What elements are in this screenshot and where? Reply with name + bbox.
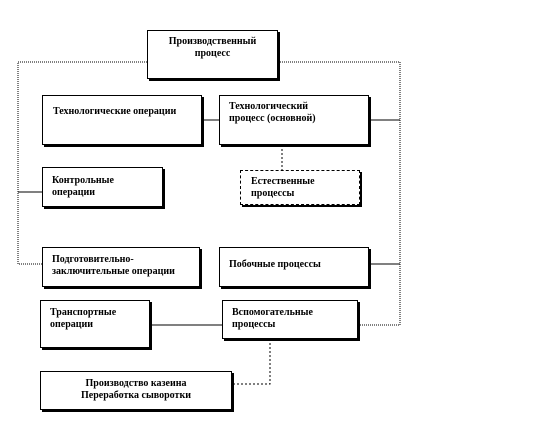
box-control-operations: Контрольные операции: [42, 167, 163, 207]
connector-casein: [232, 339, 271, 385]
box-transport-operations-line2: операции: [50, 319, 94, 330]
box-side-processes: Побочные процессы: [219, 247, 369, 287]
box-prep-operations-line1: Подготовительно-: [52, 254, 134, 265]
connector-main-left: [17, 61, 147, 265]
box-tech-operations: Технологические операции: [42, 95, 202, 145]
box-casein-production: Производство казеина Переработка сыворот…: [40, 371, 232, 410]
box-production-process-line2: процесс: [194, 48, 231, 59]
box-natural-processes-line2: процессы: [251, 188, 295, 199]
box-casein-production-line2: Переработка сыворотки: [81, 390, 191, 401]
box-auxiliary-processes-line1: Вспомогательные: [232, 307, 313, 318]
box-transport-operations-line1: Транспортные: [50, 307, 117, 318]
box-control-operations-line1: Контрольные: [52, 175, 114, 186]
box-natural-processes-line1: Естественные: [251, 176, 315, 187]
box-production-process: Производственный процесс: [147, 30, 278, 79]
box-auxiliary-processes-line2: процессы: [232, 319, 276, 330]
box-tech-process: Технологический процесс (основной): [219, 95, 369, 145]
box-control-operations-line2: операции: [52, 187, 96, 198]
box-prep-operations: Подготовительно- заключительные операции: [42, 247, 200, 287]
box-natural-processes: Естественные процессы: [240, 170, 360, 205]
box-tech-process-line2: процесс (основной): [229, 113, 316, 124]
box-prep-operations-line2: заключительные операции: [52, 266, 175, 277]
box-tech-process-line1: Технологический: [229, 101, 308, 112]
box-side-processes-label: Побочные процессы: [229, 259, 321, 270]
box-tech-operations-label: Технологические операции: [53, 106, 177, 117]
box-transport-operations: Транспортные операции: [40, 300, 150, 348]
connector-main-right: [278, 61, 401, 326]
box-auxiliary-processes: Вспомогательные процессы: [222, 300, 358, 339]
box-casein-production-line1: Производство казеина: [85, 378, 187, 389]
box-production-process-line1: Производственный: [168, 36, 257, 47]
